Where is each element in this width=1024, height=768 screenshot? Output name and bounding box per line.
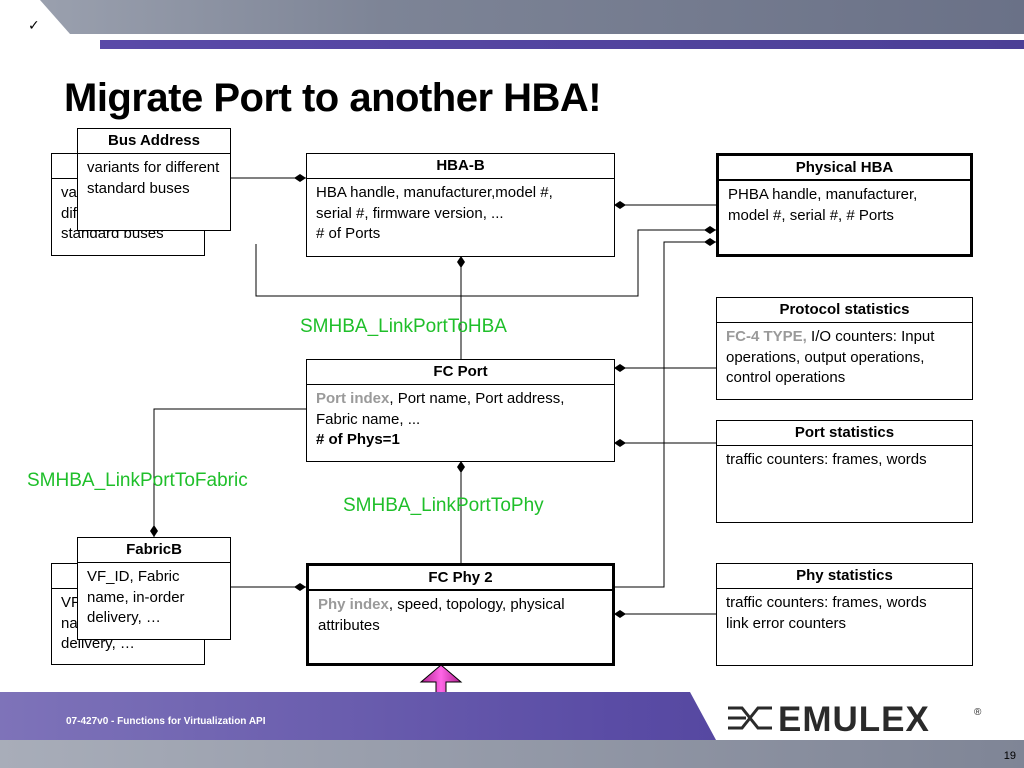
hba-b-header: HBA-B [307, 154, 614, 179]
slide-title: Migrate Port to another HBA! [64, 76, 602, 120]
port-statistics-box: Port statistics traffic counters: frames… [716, 420, 973, 523]
diamond-icon [614, 439, 626, 447]
physical-hba-header: Physical HBA [719, 156, 970, 181]
diamond-icon [457, 256, 465, 268]
check-mark: ✓ [28, 18, 40, 34]
page-number: 19 [1003, 750, 1016, 762]
fc-phy-2-header: FC Phy 2 [309, 566, 612, 591]
bus-address-box: Bus Address variants for different stand… [77, 128, 231, 231]
diamond-icon [614, 610, 626, 618]
diamond-icon [614, 364, 626, 372]
phy-statistics-box: Phy statistics traffic counters: frames,… [716, 563, 973, 666]
diamond-icon [614, 201, 626, 209]
phy-statistics-line2: link error counters [726, 614, 847, 632]
top-stripe [100, 40, 1024, 49]
port-statistics-header: Port statistics [717, 421, 972, 446]
bus-address-body: variants for different standard buses [87, 159, 220, 197]
physical-hba-box: Physical HBA PHBA handle, manufacturer, … [716, 153, 973, 257]
hba-b-line3: # of Ports [316, 225, 381, 242]
hba-b-line2: serial #, firmware version, ... [316, 204, 504, 222]
emulex-logo-mark-icon [728, 706, 772, 730]
diamond-icon [704, 238, 716, 246]
diamond-markers [150, 174, 716, 618]
physical-hba-body: PHBA handle, manufacturer, model #, seri… [728, 186, 918, 224]
hba-b-line1: HBA handle, manufacturer,model #, [316, 184, 553, 201]
fc-phy-2-highlight: Phy index [318, 596, 389, 613]
diamond-icon [704, 226, 716, 234]
bottom-bar [0, 740, 1024, 768]
fc-port-header: FC Port [307, 360, 614, 385]
fabric-b-body: VF_ID, Fabric name, in-order delivery, … [87, 568, 185, 626]
registered-mark: ® [974, 707, 982, 718]
diamond-icon [457, 461, 465, 473]
protocol-statistics-highlight: FC-4 TYPE, [726, 328, 807, 345]
footer-band [0, 692, 716, 740]
protocol-statistics-header: Protocol statistics [717, 298, 972, 323]
protocol-statistics-box: Protocol statistics FC-4 TYPE, I/O count… [716, 297, 973, 400]
link-port-to-phy-label: SMHBA_LinkPortToPhy [343, 495, 544, 516]
fc-phy-2-body: , speed, topology, physical attributes [318, 596, 565, 634]
diamond-icon [294, 174, 306, 182]
diamond-icon [150, 525, 158, 537]
top-banner [40, 0, 1024, 34]
fabric-b-header: FabricB [78, 538, 230, 563]
hba-b-box: HBA-B HBA handle, manufacturer,model #, … [306, 153, 615, 257]
link-port-to-hba-label: SMHBA_LinkPortToHBA [300, 316, 507, 337]
phy-statistics-line1: traffic counters: frames, words [726, 594, 927, 611]
link-port-to-fabric-label: SMHBA_LinkPortToFabric [27, 470, 248, 491]
protocol-statistics-body: I/O counters: Input operations, output o… [726, 328, 935, 386]
fc-phy-2-box: FC Phy 2 Phy index, speed, topology, phy… [306, 563, 615, 666]
footer-label: 07-427v0 - Functions for Virtualization … [66, 716, 266, 727]
fc-port-body: , Port name, Port address, Fabric name, … [316, 390, 565, 428]
emulex-logo: EMULEX [778, 700, 930, 739]
fc-port-phys-count: # of Phys=1 [316, 431, 400, 448]
fc-port-highlight: Port index [316, 390, 390, 407]
bus-address-header: Bus Address [78, 129, 230, 154]
port-statistics-body: traffic counters: frames, words [726, 451, 927, 468]
phy-statistics-header: Phy statistics [717, 564, 972, 589]
fabric-b-box: FabricB VF_ID, Fabric name, in-order del… [77, 537, 231, 640]
fc-port-box: FC Port Port index, Port name, Port addr… [306, 359, 615, 462]
diamond-icon [294, 583, 306, 591]
